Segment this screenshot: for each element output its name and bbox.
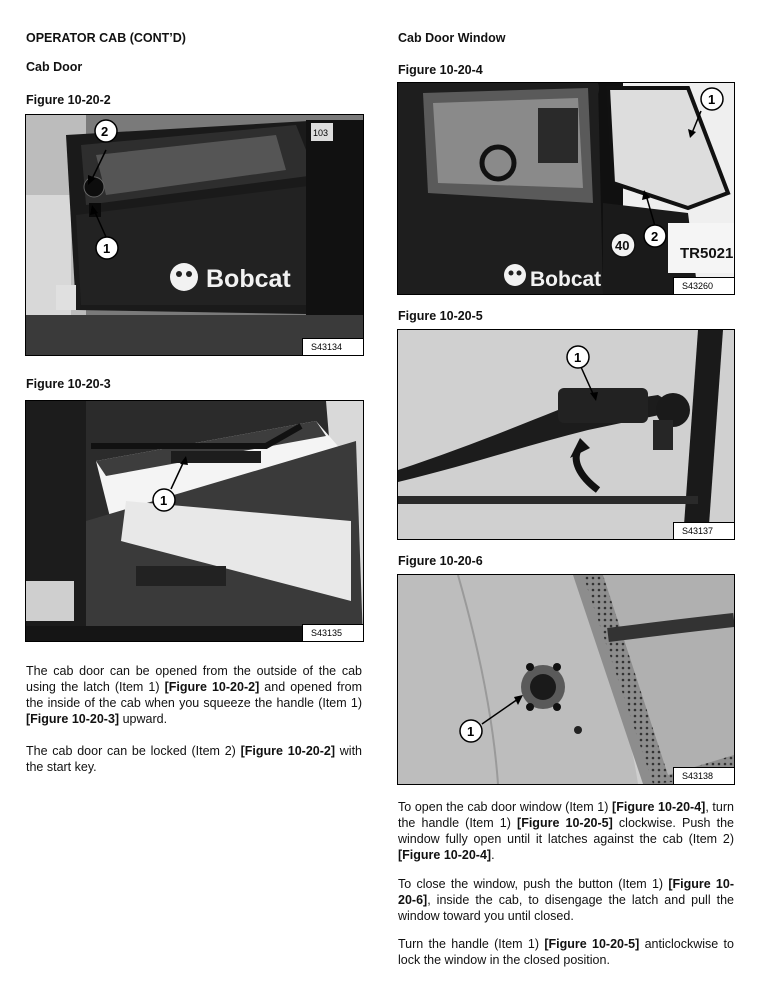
- release-button: [530, 674, 556, 700]
- figure-ref[interactable]: [Figure 10-20-2]: [164, 680, 260, 694]
- figure-code-s43138: S43138: [673, 767, 734, 784]
- figure-ref[interactable]: [Figure 10-20-3]: [26, 712, 120, 726]
- figure-label-10-20-2: Figure 10-20-2: [26, 93, 111, 107]
- figure-10-20-3-image: 1 S43135: [25, 400, 364, 642]
- svg-text:Bobcat: Bobcat: [206, 265, 291, 293]
- figure-10-20-2-image: 103 Bobcat 2 1 S43134: [25, 114, 364, 356]
- left-paragraph-1: The cab door can be opened from the outs…: [26, 664, 362, 726]
- figure-ref[interactable]: [Figure 10-20-6]: [398, 877, 734, 907]
- door-handle-bar: [91, 423, 303, 449]
- figure-code-s43137: S43137: [673, 522, 734, 539]
- figure-10-20-5-image: 1 S43137: [397, 329, 735, 540]
- figure-ref[interactable]: [Figure 10-20-4]: [398, 848, 492, 862]
- right-paragraph-2: To close the window, push the button (It…: [398, 877, 734, 923]
- figure-ref[interactable]: [Figure 10-20-4]: [612, 800, 706, 814]
- figure-label-10-20-3: Figure 10-20-3: [26, 377, 111, 391]
- callout-1: 1: [467, 724, 474, 739]
- bobcat-logo: Bobcat: [170, 263, 291, 293]
- lock-cylinder: [83, 176, 105, 198]
- right-paragraph-1: To open the cab door window (Item 1) [Fi…: [398, 800, 734, 862]
- callout-1: 1: [160, 493, 167, 508]
- callout-2: 2: [101, 124, 108, 139]
- figure-ref[interactable]: [Figure 10-20-5]: [517, 816, 613, 830]
- figure-10-20-4-image: TR5021 40 Bobcat 1 2 S43260: [397, 82, 735, 295]
- figure-code-s43260: S43260: [673, 277, 734, 294]
- bobcat-logo: Bobcat: [504, 264, 601, 291]
- figure-code-s43135: S43135: [302, 624, 363, 641]
- sticker-text: 103: [313, 128, 328, 138]
- section-title: OPERATOR CAB (CONT’D): [26, 31, 186, 45]
- speed-sign: 40: [615, 238, 629, 253]
- callout-1: 1: [708, 92, 715, 107]
- callout-1: 1: [574, 350, 581, 365]
- figure-label-10-20-5: Figure 10-20-5: [398, 309, 483, 323]
- figure-10-20-6-image: 1 S43138: [397, 574, 735, 785]
- right-subtitle: Cab Door Window: [398, 31, 506, 45]
- figure-code-s43134: S43134: [302, 338, 363, 355]
- right-paragraph-3: Turn the handle (Item 1) [Figure 10-20-5…: [398, 937, 734, 967]
- figure-label-10-20-4: Figure 10-20-4: [398, 63, 483, 77]
- handle-knob: [656, 393, 690, 427]
- callout-2: 2: [651, 229, 658, 244]
- door-panel-recess: [136, 566, 226, 586]
- left-subtitle: Cab Door: [26, 60, 83, 74]
- svg-text:Bobcat: Bobcat: [530, 268, 601, 291]
- callout-1: 1: [103, 241, 110, 256]
- left-paragraph-2: The cab door can be locked (Item 2) [Fig…: [26, 744, 362, 774]
- figure-label-10-20-6: Figure 10-20-6: [398, 554, 483, 568]
- figure-ref[interactable]: [Figure 10-20-5]: [544, 937, 640, 951]
- figure-ref[interactable]: [Figure 10-20-2]: [240, 744, 335, 758]
- model-plate: TR5021: [680, 245, 733, 262]
